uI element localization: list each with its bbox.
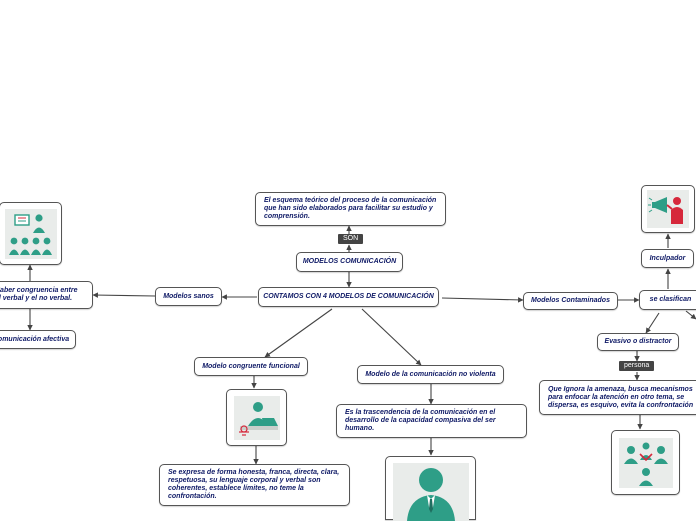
- edge-contamos-contaminados: [441, 297, 524, 303]
- inculpador-node[interactable]: Inculpador: [641, 249, 694, 268]
- afectiva-text: Comunicación afectiva: [0, 335, 70, 343]
- modelos-text: MODELOS COMUNICACIÓN: [302, 258, 397, 265]
- megaphone-person-icon: [641, 185, 695, 233]
- modelos-node[interactable]: MODELOS COMUNICACIÓN: [296, 252, 403, 272]
- edge-clasifican-evasivo: [645, 312, 660, 334]
- congruente-node[interactable]: Modelo congruente funcional: [194, 357, 308, 376]
- congruencia-text: Haber congruencia entre el verbal y el n…: [0, 287, 78, 302]
- clasifican-text: se clasifican: [649, 296, 692, 303]
- contamos-node[interactable]: CONTAMOS CON 4 MODELOS DE COMUNICACIÓN: [258, 287, 439, 307]
- clasifican-node[interactable]: se clasifican: [639, 290, 696, 310]
- edge-sanos-congruencia: [92, 292, 156, 298]
- definition-text: El esquema teórico del proceso de la com…: [264, 197, 437, 220]
- contaminados-node[interactable]: Modelos Contaminados: [523, 292, 618, 310]
- congruente-text: Modelo congruente funcional: [202, 362, 300, 370]
- expresa-node[interactable]: Se expresa de forma honesta, franca, dir…: [159, 464, 350, 506]
- persona-text: persona: [624, 362, 650, 369]
- businessman-icon: [385, 456, 476, 521]
- ignora-text: Que Ignora la amenaza, busca mecanismos …: [548, 385, 694, 409]
- group-conflict-icon: [611, 430, 680, 495]
- noviolenta-text: Modelo de la comunicación no violenta: [365, 370, 496, 378]
- congruencia-node[interactable]: Haber congruencia entre el verbal y el n…: [0, 281, 93, 309]
- definition-node[interactable]: El esquema teórico del proceso de la com…: [255, 192, 446, 226]
- noviolenta-node[interactable]: Modelo de la comunicación no violenta: [357, 365, 504, 384]
- edge-contamos-noviolenta: [361, 308, 422, 366]
- contamos-text: CONTAMOS CON 4 MODELOS DE COMUNICACIÓN: [263, 293, 434, 300]
- son-tag[interactable]: SON: [338, 234, 364, 244]
- trascendencia-node[interactable]: Es la trascendencia de la comunicación e…: [336, 404, 527, 438]
- expresa-text: Se expresa de forma honesta, franca, dir…: [168, 469, 340, 500]
- inculpador-text: Inculpador: [649, 254, 686, 262]
- evasivo-text: Evasivo o distractor: [604, 338, 672, 345]
- contaminados-text: Modelos Contaminados: [531, 297, 610, 304]
- evasivo-node[interactable]: Evasivo o distractor: [597, 333, 679, 351]
- edge-clasifican-right: [685, 310, 696, 320]
- edge-contamos-congruente: [264, 308, 333, 358]
- office-worker-icon: [226, 389, 287, 446]
- ignora-node[interactable]: Que Ignora la amenaza, busca mecanismos …: [539, 380, 696, 415]
- persona-tag[interactable]: persona: [619, 361, 655, 371]
- classroom-presentation-icon: [0, 202, 62, 265]
- afectiva-node[interactable]: Comunicación afectiva: [0, 330, 76, 349]
- sanos-node[interactable]: Modelos sanos: [155, 287, 222, 306]
- son-text: SON: [343, 235, 359, 242]
- trascendencia-text: Es la trascendencia de la comunicación e…: [345, 409, 496, 432]
- sanos-text: Modelos sanos: [163, 292, 214, 300]
